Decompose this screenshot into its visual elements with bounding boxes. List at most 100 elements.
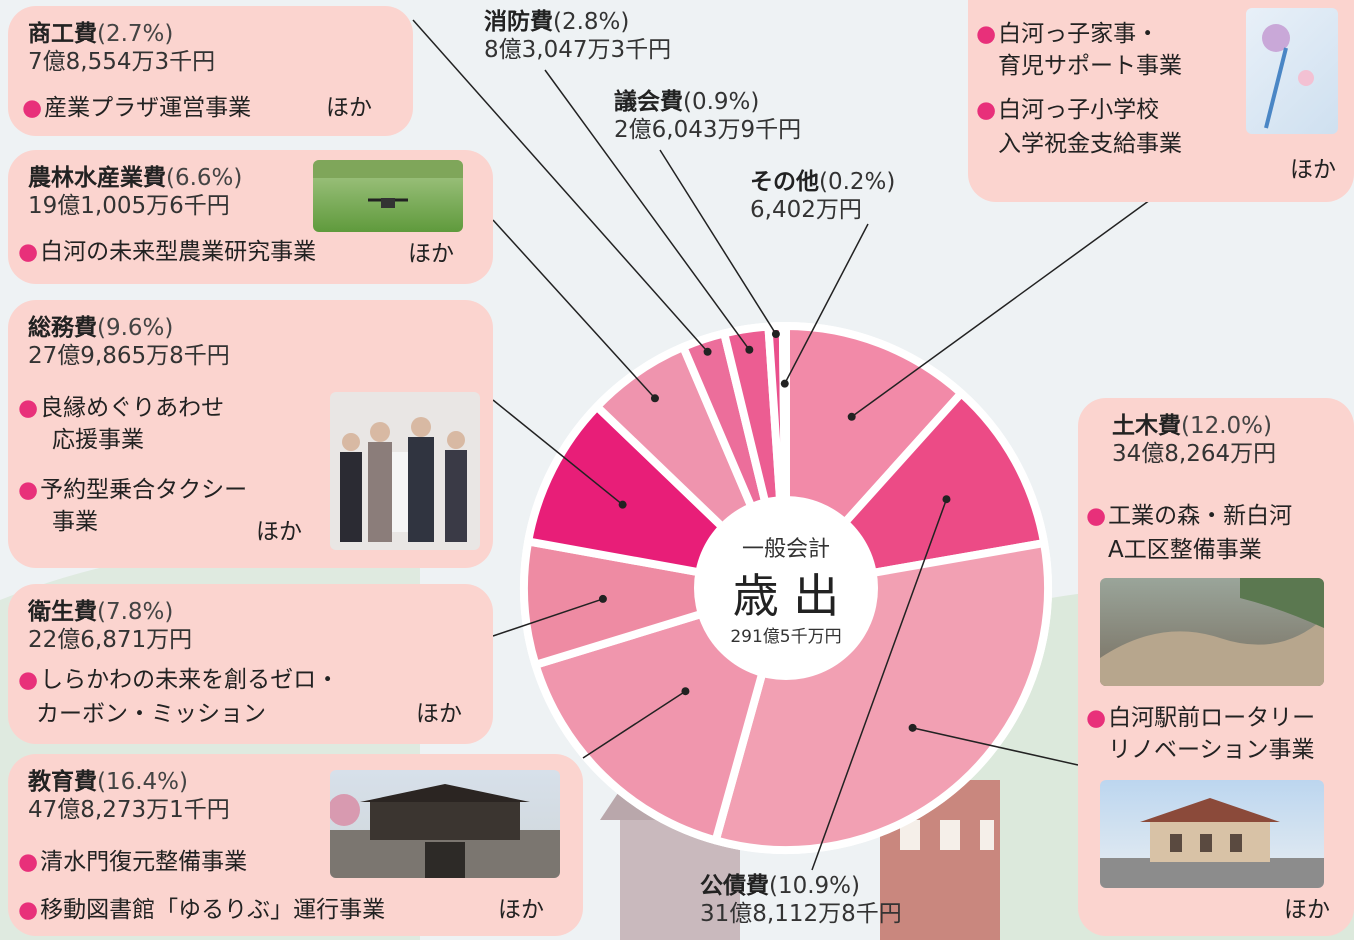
castle-gate-photo	[330, 770, 560, 878]
label-shobo: 消防費(2.8%) 8億3,047万3千円	[484, 8, 671, 64]
minsei-item-2: ●白河っ子小学校	[976, 97, 1160, 123]
leader-line-消防費	[544, 69, 750, 351]
somu-name: 総務費	[28, 315, 97, 341]
leader-line-総務費	[492, 399, 624, 506]
leader-line-土木費	[851, 199, 1151, 418]
shobo-amount: 8億3,047万3千円	[484, 37, 672, 64]
pie-slice-その他	[778, 322, 790, 592]
label-gikai: 議会費(0.9%) 2億6,043万9千円	[614, 88, 801, 144]
somu-pct: (9.6%)	[97, 315, 174, 341]
norin-name: 農林水産業費	[28, 165, 166, 191]
center-total-label: 291億5千万円	[730, 627, 841, 647]
label-box-doboku: 土木費(12.0%) 34億8,264万円 ●工業の森・新白河 A工区整備事業 …	[1078, 398, 1354, 936]
doboku-item-1b: A工区整備事業	[1108, 537, 1262, 563]
somu-item-1: ●良縁めぐりあわせ	[18, 395, 225, 421]
kyoiku-pct: (16.4%)	[97, 769, 189, 795]
doboku-item-2: ●白河駅前ロータリー	[1086, 705, 1316, 731]
shoko-item-1: ●産業プラザ運営事業	[22, 95, 252, 121]
shoko-amount: 7億8,554万3千円	[28, 49, 216, 76]
pie-center-hole	[694, 496, 878, 680]
gikai-amount: 2億6,043万9千円	[614, 117, 802, 144]
label-sonota: その他(0.2%) 6,402万円	[750, 168, 895, 224]
eisei-item-1b: カーボン・ミッション	[36, 701, 266, 727]
label-box-kyoiku: 教育費(16.4%) 47億8,273万1千円 ●清水門復元整備事業 ●移動図書…	[8, 754, 583, 936]
leader-dot-消防費	[745, 345, 754, 354]
label-box-shoko: 商工費(2.7%) 7億8,554万3千円 ●産業プラザ運営事業 ほか	[8, 6, 413, 136]
label-kosai: 公債費(10.9%) 31億8,112万8千円	[700, 872, 902, 928]
doboku-item-1: ●工業の森・新白河	[1086, 503, 1293, 529]
label-box-minsei: ●白河っ子家事・ 育児サポート事業 ●白河っ子小学校 入学祝金支給事業 ほか	[968, 0, 1354, 202]
label-box-eisei: 衛生費(7.8%) 22億6,871万円 ●しらかわの未来を創るゼロ・ カーボン…	[8, 584, 493, 744]
kyoiku-item-1: ●清水門復元整備事業	[18, 849, 248, 875]
leader-line-教育費	[582, 690, 686, 759]
somu-item-2: ●予約型乗合タクシー	[18, 477, 248, 503]
industrial-site-photo	[1100, 578, 1324, 686]
label-box-somu: 総務費(9.6%) 27億9,865万8千円 ●良縁めぐりあわせ 応援事業 ●予…	[8, 300, 493, 568]
kosai-amount: 31億8,112万8千円	[700, 901, 902, 928]
somu-item-1b: 応援事業	[52, 427, 144, 453]
shoko-name: 商工費	[28, 21, 97, 47]
label-box-norin: 農林水産業費(6.6%) 19億1,005万6千円 ●白河の未来型農業研究事業 …	[8, 150, 493, 284]
shobo-name: 消防費	[484, 9, 553, 35]
leader-line-衛生費	[492, 598, 604, 637]
norin-pct: (6.6%)	[166, 165, 243, 191]
doboku-hoka: ほか	[1284, 897, 1330, 923]
eisei-pct: (7.8%)	[97, 599, 174, 625]
somu-item-2b: 事業	[52, 509, 98, 535]
drone-field-photo	[313, 160, 463, 232]
leader-dot-議会費	[771, 330, 780, 339]
somu-amount: 27億9,865万8千円	[28, 343, 230, 370]
leader-line-公債費	[811, 498, 948, 871]
kosai-name: 公債費	[700, 873, 769, 899]
leader-dot-衛生費	[598, 594, 607, 603]
leader-line-その他	[784, 223, 869, 384]
eisei-hoka: ほか	[416, 701, 462, 727]
shoko-hoka: ほか	[326, 95, 372, 121]
kyoiku-name: 教育費	[28, 769, 97, 795]
kyoiku-hoka: ほか	[498, 897, 544, 923]
center-top-label: 一般会計	[742, 537, 830, 562]
shobo-pct: (2.8%)	[553, 9, 630, 35]
leader-dot-その他	[780, 379, 789, 388]
doboku-item-2b: リノベーション事業	[1108, 737, 1315, 763]
kyoiku-item-2: ●移動図書館「ゆるりぶ」運行事業	[18, 897, 386, 923]
leader-dot-総務費	[618, 500, 627, 509]
eisei-item-1: ●しらかわの未来を創るゼロ・	[18, 667, 340, 693]
ceremony-photo	[330, 392, 480, 550]
pie-slice-衛生費	[520, 537, 790, 669]
norin-hoka: ほか	[408, 241, 454, 267]
sonota-pct: (0.2%)	[819, 169, 896, 195]
minsei-hoka: ほか	[1290, 157, 1336, 183]
shoko-pct: (2.7%)	[97, 21, 174, 47]
somu-hoka: ほか	[256, 519, 302, 545]
leader-dot-公債費	[942, 495, 951, 504]
leader-line-農林水産業費	[492, 219, 656, 399]
station-photo	[1100, 780, 1324, 888]
minsei-item-1b: 育児サポート事業	[998, 53, 1182, 79]
center-main-label: 歳 出	[733, 569, 840, 623]
eisei-amount: 22億6,871万円	[28, 627, 193, 654]
leader-dot-教育費	[681, 687, 690, 696]
minsei-item-1: ●白河っ子家事・	[976, 21, 1160, 47]
celebration-card-photo	[1246, 8, 1338, 134]
gikai-pct: (0.9%)	[683, 89, 760, 115]
leader-dot-土木費	[847, 412, 856, 421]
sonota-amount: 6,402万円	[750, 197, 862, 224]
eisei-name: 衛生費	[28, 599, 97, 625]
norin-item-1: ●白河の未来型農業研究事業	[18, 239, 317, 265]
kosai-pct: (10.9%)	[769, 873, 861, 899]
leader-line-議会費	[659, 149, 777, 335]
doboku-pct: (12.0%)	[1181, 413, 1273, 439]
leader-dot-農林水産業費	[650, 394, 659, 403]
leader-dot-民生費	[908, 723, 917, 732]
leader-line-商工費	[412, 19, 709, 353]
norin-amount: 19億1,005万6千円	[28, 193, 230, 220]
minsei-item-2b: 入学祝金支給事業	[998, 131, 1182, 157]
leader-line-民生費	[912, 727, 1079, 766]
leader-dot-商工費	[703, 347, 712, 356]
doboku-amount: 34億8,264万円	[1112, 441, 1277, 468]
doboku-name: 土木費	[1112, 413, 1181, 439]
kyoiku-amount: 47億8,273万1千円	[28, 797, 230, 824]
sonota-name: その他	[750, 169, 819, 195]
